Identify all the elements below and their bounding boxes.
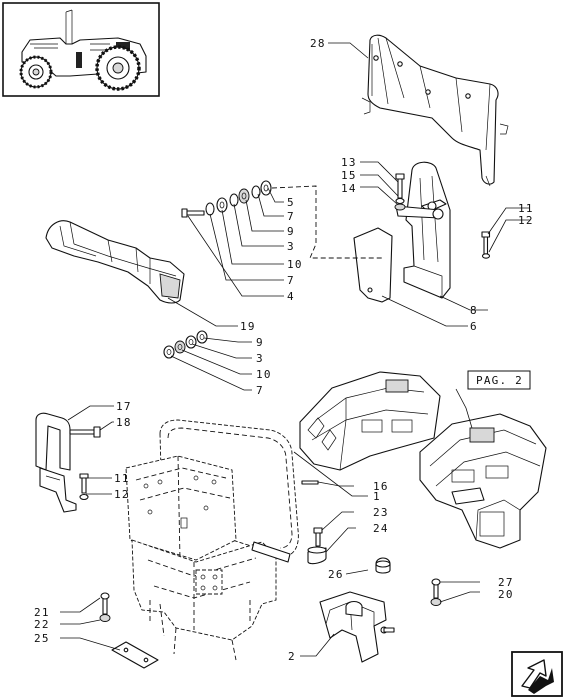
callout-18: 18 — [116, 416, 132, 429]
bolt-11-12-right — [481, 231, 491, 259]
front-casting-left — [299, 371, 441, 471]
callout-4: 4 — [287, 290, 295, 303]
washer-stack-lower — [163, 330, 208, 359]
part-1-front-frame — [125, 419, 319, 661]
plate-25 — [111, 641, 159, 669]
callout-16: 16 — [373, 480, 389, 493]
bolt-27-20 — [430, 578, 442, 606]
plug-26 — [375, 557, 391, 574]
callout-1: 1 — [373, 490, 381, 503]
part-8-rops-bracket — [395, 161, 451, 299]
callout-25: 25 — [34, 632, 50, 645]
callout-labels: 28 13 15 14 5 7 9 3 10 7 4 11 12 8 6 19 … — [34, 37, 534, 663]
callout-3-low: 3 — [256, 352, 264, 365]
callout-20: 20 — [498, 588, 514, 601]
callout-7-top: 7 — [287, 210, 295, 223]
bolt-11-12-left — [79, 473, 89, 501]
callout-7-mid: 7 — [287, 274, 295, 287]
callout-10-low: 10 — [256, 368, 272, 381]
callout-3-top: 3 — [287, 240, 295, 253]
callout-17: 17 — [116, 400, 132, 413]
callout-23: 23 — [373, 506, 389, 519]
part-19-footboard — [45, 220, 185, 304]
bracket-2 — [319, 591, 395, 663]
callout-13: 13 — [341, 156, 357, 169]
callout-9-low: 9 — [256, 336, 264, 349]
part-17-handle — [35, 412, 101, 513]
next-page-arrow-button[interactable] — [511, 651, 563, 697]
leader-lines — [60, 42, 530, 657]
callout-26: 26 — [328, 568, 344, 581]
callout-8: 8 — [470, 304, 478, 317]
callout-5: 5 — [287, 196, 295, 209]
callout-24: 24 — [373, 522, 389, 535]
part-28-top-guard — [361, 34, 509, 187]
callout-12-left: 12 — [114, 488, 130, 501]
arrow-icon — [521, 659, 547, 689]
front-casting-right — [419, 413, 547, 549]
callout-15: 15 — [341, 169, 357, 182]
washer-stack-upper — [181, 180, 272, 218]
bolt-21-22 — [99, 592, 111, 622]
page-ref-box: PAG. 2 — [467, 370, 531, 390]
callout-6: 6 — [470, 320, 478, 333]
part-6-plate — [353, 227, 393, 303]
callout-19: 19 — [240, 320, 256, 333]
page-ref-label: PAG. 2 — [476, 374, 523, 387]
bolt-13-assembly — [394, 173, 406, 211]
callout-11-right: 11 — [518, 202, 534, 215]
callout-7-low: 7 — [256, 384, 264, 397]
callout-14: 14 — [341, 182, 357, 195]
callout-21: 21 — [34, 606, 50, 619]
callout-22: 22 — [34, 618, 50, 631]
callout-27: 27 — [498, 576, 514, 589]
arrow-shadow-icon — [528, 668, 554, 694]
callout-12-right: 12 — [518, 214, 534, 227]
callout-10-top: 10 — [287, 258, 303, 271]
bolt-23-24 — [307, 527, 327, 565]
tractor-thumbnail — [2, 2, 160, 97]
callout-2: 2 — [288, 650, 296, 663]
callout-9-top: 9 — [287, 225, 295, 238]
callout-28: 28 — [310, 37, 326, 50]
callout-11-left: 11 — [114, 472, 130, 485]
